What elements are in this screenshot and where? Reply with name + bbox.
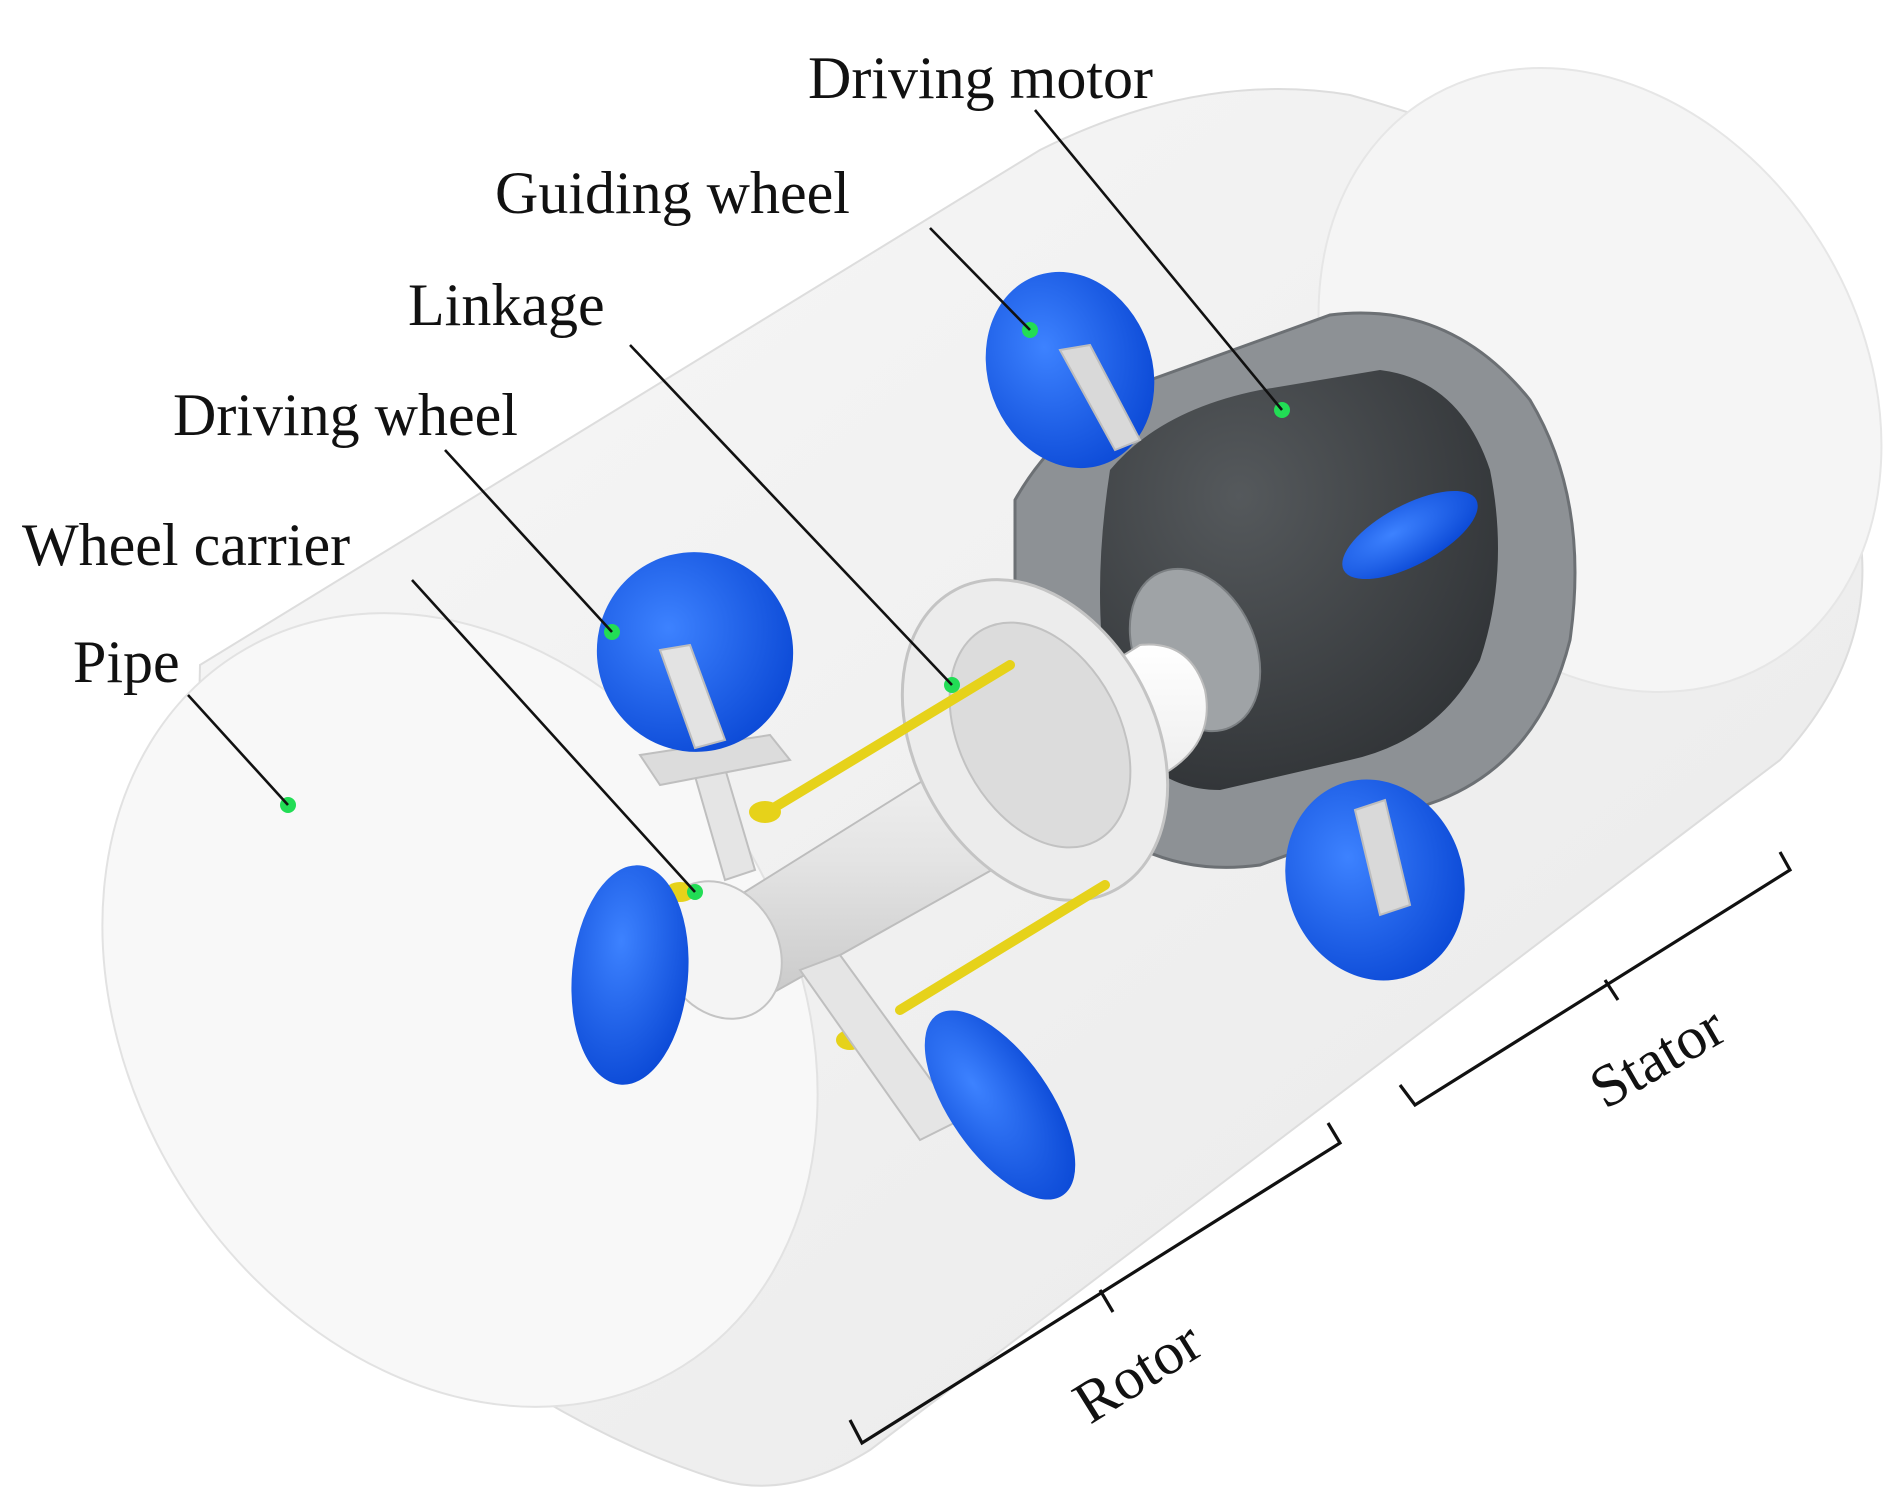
label-rotor: Rotor: [1062, 1308, 1213, 1436]
guiding-wheel-right: [1342, 490, 1478, 580]
leader-lines: [187, 109, 1284, 893]
leader-wheel-carrier: [411, 579, 696, 893]
guiding-wheels: [985, 271, 1478, 981]
linkage-upper: [757, 660, 1015, 820]
linkage-lower: [895, 880, 1110, 1015]
driving-wheel-lower: [924, 1010, 1076, 1200]
leader-pipe: [187, 694, 289, 806]
leader-driving-motor: [1033, 109, 1284, 411]
driving-wheels: [571, 552, 1076, 1200]
label-stator: Stator: [1579, 992, 1736, 1121]
label-linkage: Linkage: [408, 272, 605, 338]
bracket-stator: [1398, 851, 1793, 1108]
driving-wheel-upper: [596, 552, 794, 752]
label-pipe: Pipe: [73, 629, 180, 695]
driving-wheel-left: [571, 865, 689, 1085]
leader-driving-wheel: [444, 449, 613, 633]
driving-wheel-upper-bracket: [658, 643, 727, 750]
label-wheel-carrier: Wheel carrier: [22, 512, 350, 578]
guiding-wheel-top-bracket: [1058, 343, 1142, 452]
bracket-rotor: [848, 1122, 1343, 1446]
label-driving-wheel: Driving wheel: [173, 382, 518, 448]
label-driving-motor: Driving motor: [808, 45, 1153, 111]
leader-guiding-wheel: [929, 227, 1031, 331]
linkage-joint-upper: [749, 801, 781, 823]
central-shaft: [657, 578, 1208, 1020]
leader-linkage: [629, 344, 953, 686]
label-guiding-wheel: Guiding wheel: [495, 160, 850, 226]
guiding-wheel-bottom-bracket: [1353, 798, 1412, 917]
brackets: [848, 851, 1793, 1446]
